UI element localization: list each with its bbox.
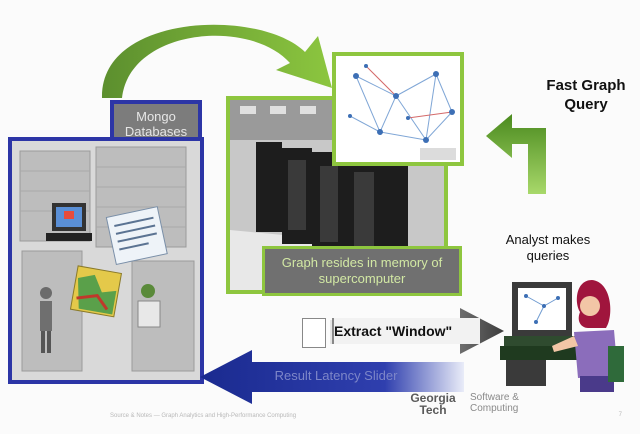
supercomputer-caption: Graph resides in memory of supercomputer: [262, 246, 462, 296]
curved-arrow-icon: [101, 24, 332, 98]
extract-window-box: [302, 318, 326, 348]
person-icon: [40, 287, 52, 353]
map-icon: [69, 265, 123, 318]
page-number: 7: [618, 412, 622, 418]
computer-icon: [46, 203, 92, 241]
department-label: Software & Computing: [470, 392, 519, 414]
supercomputer-caption-text: Graph resides in memory of supercomputer: [281, 255, 443, 286]
mongo-databases-text: Mongo Databases: [124, 109, 188, 139]
left-arrow-icon: [200, 350, 464, 404]
database-building-image: [8, 137, 204, 384]
graph-visualization: [332, 52, 464, 166]
result-latency-label: Result Latency Slider: [252, 362, 420, 390]
footer-text: Source & Notes — Graph Analytics and Hig…: [110, 413, 297, 419]
extract-window-label: Extract "Window": [332, 318, 480, 344]
bent-arrow-icon: [486, 114, 546, 194]
georgia-tech-logo: Georgia Tech: [410, 391, 456, 417]
newspaper-icon: [105, 206, 168, 266]
analyst-caption: Analyst makes queries: [505, 232, 591, 263]
network-graph-icon: [336, 56, 460, 162]
fast-graph-query-label: Fast Graph Query: [546, 77, 626, 113]
result-latency-text: Result Latency Slider: [274, 368, 398, 383]
building-illustration: [12, 141, 200, 380]
figure-icon: [137, 284, 161, 328]
analyst-icon: [500, 280, 624, 392]
